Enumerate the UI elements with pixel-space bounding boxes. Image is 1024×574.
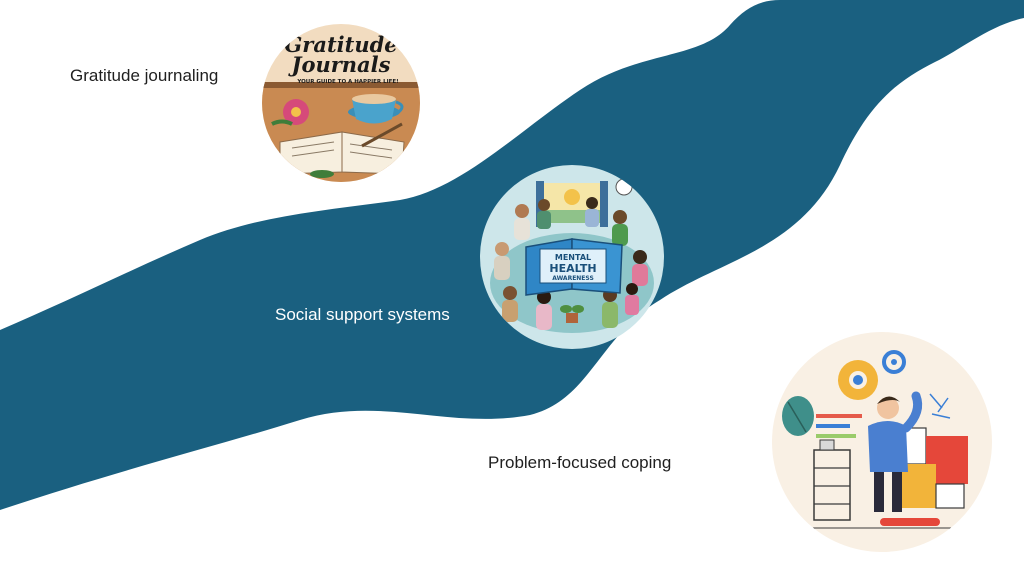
journal-title-line2: Journals	[288, 52, 391, 77]
journal-title-line1: Gratitude	[284, 32, 397, 57]
label-social-support-systems: Social support systems	[275, 305, 450, 324]
book-text-line1: MENTAL	[555, 253, 591, 262]
book-text-line3: AWARENESS	[552, 275, 594, 282]
journal-tagline: YOUR GUIDE TO A HAPPIER LIFE!	[296, 79, 398, 85]
book-text-line2: HEALTH	[549, 262, 596, 275]
gratitude-journal-image: Gratitude Journals YOUR GUIDE TO A HAPPI…	[262, 24, 420, 182]
label-problem-focused-coping: Problem-focused coping	[488, 453, 672, 472]
mental-health-group-image: MENTAL HEALTH AWARENESS	[480, 165, 664, 349]
problem-solving-image	[772, 332, 992, 552]
label-gratitude-journaling: Gratitude journaling	[70, 66, 219, 85]
